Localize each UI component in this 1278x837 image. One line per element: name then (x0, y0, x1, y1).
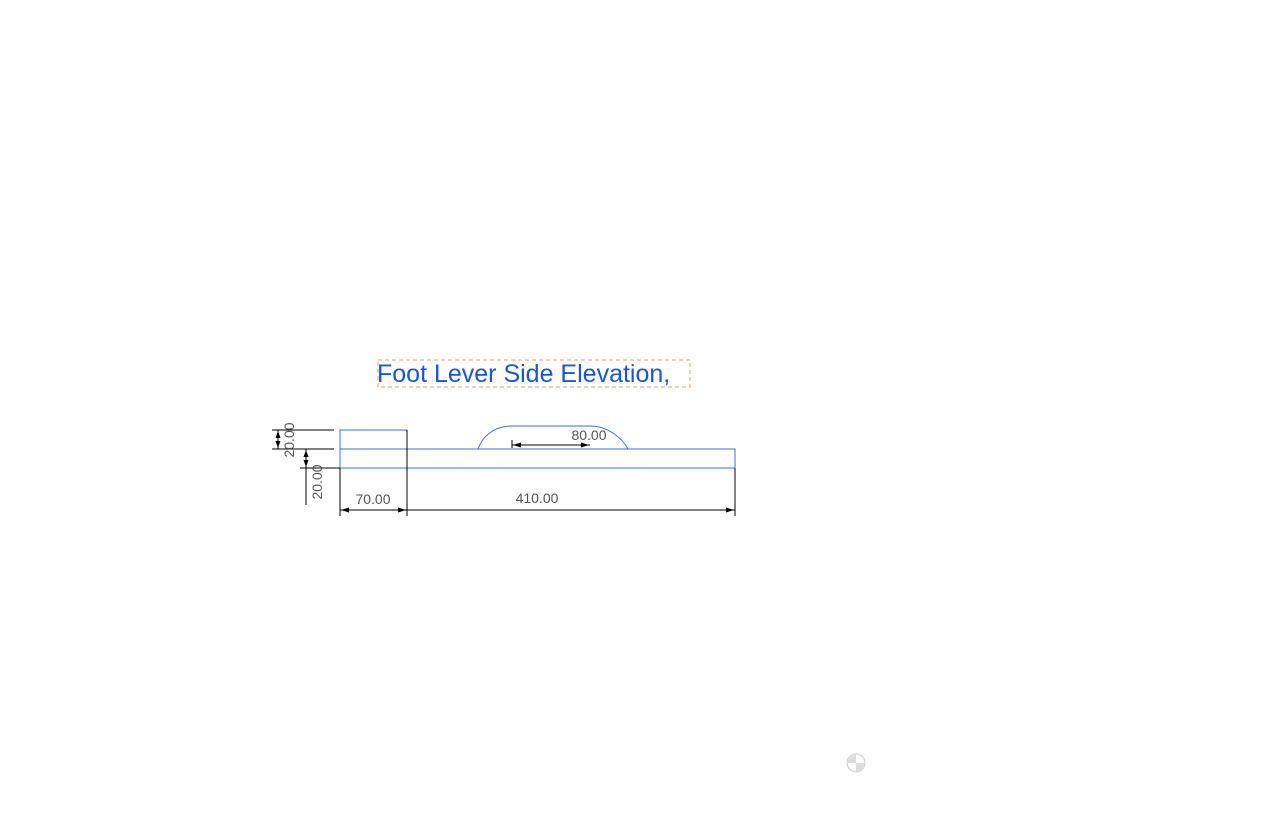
foot-pad-arc[interactable] (477, 425, 629, 450)
lever-geometry[interactable] (339, 425, 736, 469)
dimension-upper-height[interactable]: 20.00 (272, 422, 334, 458)
dimension-lower-height[interactable]: 20.00 (300, 449, 340, 505)
overall-length-label: 410.00 (516, 490, 559, 506)
dimension-overall-length[interactable]: 410.00 (407, 468, 736, 516)
lower-height-label: 20.00 (309, 464, 325, 499)
lever-main-bar[interactable] (339, 448, 736, 469)
dimension-boss-width[interactable]: 70.00 (339, 430, 408, 516)
upper-height-label: 20.00 (281, 422, 297, 457)
pad-length-label: 80.00 (571, 427, 606, 443)
dimension-pad-length[interactable]: 80.00 (511, 427, 607, 448)
crosshair-cursor-icon (846, 753, 866, 773)
drawing-title[interactable]: Foot Lever Side Elevation, (377, 360, 670, 388)
title-selection-box (377, 359, 691, 388)
boss-width-label: 70.00 (355, 491, 390, 507)
lever-boss-block[interactable] (339, 429, 408, 450)
